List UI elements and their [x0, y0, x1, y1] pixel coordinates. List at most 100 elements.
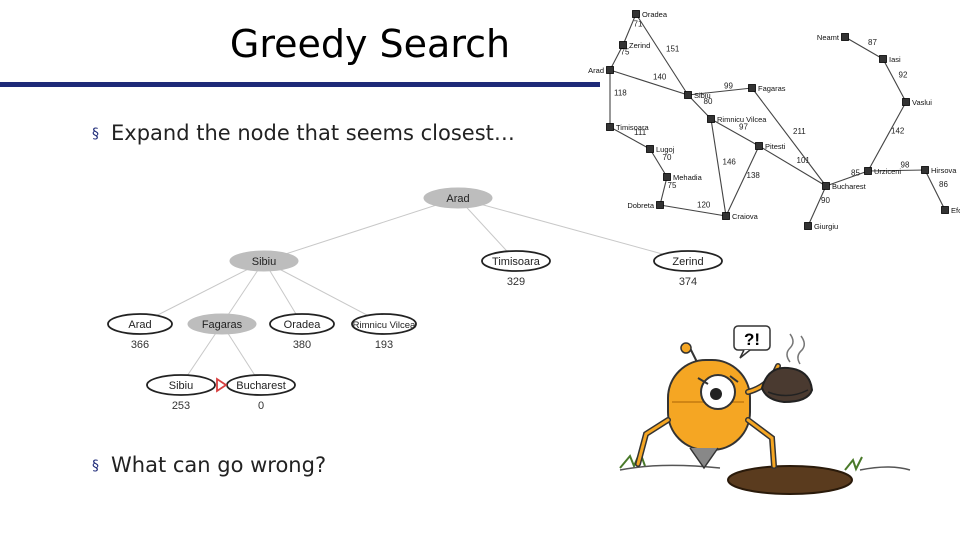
- map-road-distance: 86: [939, 180, 948, 189]
- map-road-distance: 97: [739, 123, 748, 132]
- city-marker-oradea: [632, 10, 640, 18]
- smoke-icon: [786, 333, 805, 365]
- tree-node-ellipse: [423, 187, 493, 209]
- city-marker-craiova: [722, 212, 730, 220]
- tree-edge: [221, 260, 265, 325]
- goal-arrow-icon: [216, 377, 228, 393]
- city-marker-vaslui: [902, 98, 910, 106]
- city-label-fagaras: Fagaras: [758, 84, 786, 93]
- city-label-iasi: Iasi: [889, 55, 901, 64]
- burnt-hat: [760, 366, 814, 404]
- map-road-oradea-zerind: [622, 13, 637, 46]
- map-road-distance: 151: [666, 45, 680, 54]
- bullet-text: What can go wrong?: [111, 453, 327, 477]
- map-road-distance: 90: [821, 196, 830, 205]
- map-road-mehadia-dobreta: [659, 176, 668, 206]
- tree-node-label: Timisoara: [492, 256, 541, 268]
- map-road-urziceni-vaslui: [867, 101, 907, 172]
- pit-hole: [619, 449, 911, 495]
- map-road-timisoara-lugoj: [609, 126, 651, 150]
- city-marker-timisoara: [606, 123, 614, 131]
- tree-node-ellipse: [229, 250, 299, 272]
- city-marker-rimnicu: [707, 115, 715, 123]
- tree-node-label: Oradea: [284, 319, 322, 331]
- map-road-distance: 99: [724, 82, 733, 91]
- tree-node-heuristic: 0: [258, 400, 264, 412]
- tree-node-ellipse: [653, 250, 723, 272]
- city-label-mehadia: Mehadia: [673, 173, 703, 182]
- city-label-bucharest: Bucharest: [832, 182, 867, 191]
- map-road-distance: 120: [697, 201, 711, 210]
- map-road-distance: 146: [723, 158, 737, 167]
- city-label-arad: Arad: [588, 66, 604, 75]
- tree-node-ellipse: [269, 313, 335, 335]
- tree-node-label: Arad: [446, 193, 469, 205]
- map-road-pitesti-bucharest: [758, 145, 827, 187]
- city-marker-giurgiu: [804, 222, 812, 230]
- map-cities: OradeaZerindAradSibiuFagarasTimisoaraRim…: [588, 10, 960, 231]
- tree-node-sibiu1: Sibiu: [229, 250, 299, 272]
- tree-edge: [139, 260, 265, 325]
- tree-node-label: Arad: [128, 319, 151, 331]
- map-road-distance: 98: [901, 161, 910, 170]
- city-marker-fagaras: [748, 84, 756, 92]
- tree-edge: [263, 197, 459, 262]
- tree-node-tim1: Timisoara 329: [481, 250, 551, 288]
- map-road-distance: 111: [634, 128, 647, 137]
- map-road-vaslui-iasi: [882, 58, 907, 103]
- city-label-urziceni: Urziceni: [874, 167, 901, 176]
- map-road-distance: 80: [704, 97, 713, 106]
- map-road-sibiu-fagaras: [687, 87, 753, 96]
- city-label-vaslui: Vaslui: [912, 98, 932, 107]
- map-road-rimnicu-craiova: [710, 118, 727, 217]
- map-road-rimnicu-pitesti: [710, 118, 760, 147]
- city-marker-zerind: [619, 41, 627, 49]
- tree-node-heuristic: 329: [507, 276, 525, 288]
- map-road-fagaras-bucharest: [751, 87, 827, 187]
- speech-bubble: ?!: [733, 325, 771, 359]
- slide-title: Greedy Search: [229, 22, 511, 66]
- tree-node-label: Fagaras: [202, 319, 243, 331]
- map-road-distance: 138: [747, 171, 761, 180]
- tree-node-label: Zerind: [672, 256, 703, 268]
- map-road-bucharest-giurgiu: [807, 185, 827, 227]
- tree-node-label: Rimnicu Vilcea: [353, 320, 416, 331]
- title-underline: [0, 82, 600, 87]
- bullet-expand-closest: §Expand the node that seems closest…: [92, 121, 515, 145]
- speech-bubble-text: ?!: [744, 330, 760, 349]
- map-road-bucharest-urziceni: [825, 170, 869, 187]
- city-marker-eforie: [941, 206, 949, 214]
- tree-node-ellipse: [187, 313, 257, 335]
- map-road-distance: 87: [868, 38, 877, 47]
- bullet-marker: §: [92, 126, 99, 142]
- city-label-rimnicu: Rimnicu Vilcea: [717, 115, 767, 124]
- tree-node-heuristic: 380: [293, 339, 311, 351]
- city-label-hirsova: Hirsova: [931, 166, 957, 175]
- city-label-zerind: Zerind: [629, 41, 650, 50]
- map-road-lugoj-mehadia: [649, 148, 668, 178]
- city-marker-neamt: [841, 33, 849, 41]
- city-marker-iasi: [879, 55, 887, 63]
- tree-node-heuristic: 374: [679, 276, 697, 288]
- tree-node-heuristic: 253: [172, 400, 190, 412]
- city-label-eforie: Eforie: [951, 206, 960, 215]
- city-marker-sibiu: [684, 91, 692, 99]
- city-label-oradea: Oradea: [642, 10, 668, 19]
- tree-node-arad0: Arad: [423, 187, 493, 209]
- map-road-distance: 75: [668, 181, 677, 190]
- map-road-distance: 101: [797, 156, 811, 165]
- city-label-pitesti: Pitesti: [765, 142, 786, 151]
- map-road-distance: 142: [891, 127, 905, 136]
- tree-edge: [263, 260, 385, 325]
- city-marker-urziceni: [864, 167, 872, 175]
- city-marker-lugoj: [646, 145, 654, 153]
- city-marker-bucharest: [822, 182, 830, 190]
- bullet-what-can-go-wrong: §What can go wrong?: [92, 453, 326, 477]
- map-road-urziceni-hirsova: [867, 169, 926, 172]
- city-label-sibiu: Sibiu: [694, 91, 711, 100]
